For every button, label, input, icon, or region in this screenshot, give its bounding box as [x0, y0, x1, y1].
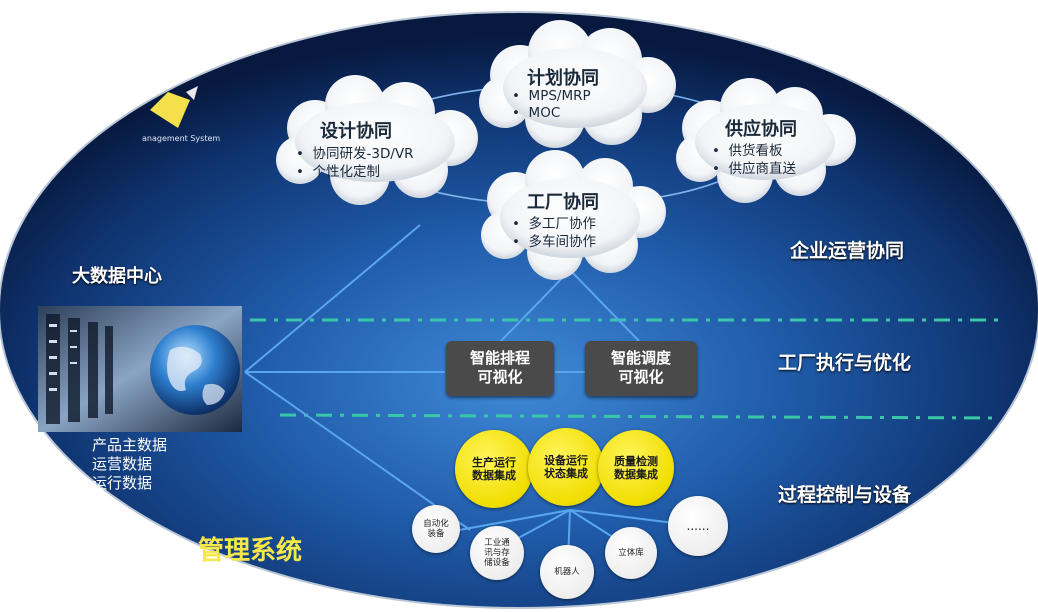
white-circle-warehouse-label: 立体库	[618, 548, 644, 558]
cloud-design-item-2: • 个性化定制	[296, 164, 381, 180]
cloud-design-item-1-text: 协同研发-3D/VR	[312, 146, 414, 162]
management-system-label: 管理系统	[198, 536, 303, 566]
yellow-circle-production-line2: 数据集成	[472, 469, 516, 482]
white-circle-automation: 自动化装备	[412, 505, 460, 553]
cloud-factory	[481, 150, 666, 280]
cloud-design-item-2-text: 个性化定制	[312, 164, 381, 180]
cloud-factory-item-1: • 多工厂协作	[512, 216, 597, 232]
bigdata-item-1: 产品主数据	[92, 436, 168, 454]
white-circle-automation-line1: 自动化	[423, 519, 449, 529]
white-circle-robot-label: 机器人	[554, 567, 580, 577]
cloud-factory-title: 工厂协同	[527, 192, 599, 213]
bigdata-item-2: 运营数据	[92, 455, 153, 473]
white-circle-comm-line1: 工业通	[484, 538, 510, 548]
cloud-plan-title: 计划协同	[527, 68, 599, 89]
white-circle-more-label: ......	[686, 519, 710, 533]
cloud-plan	[479, 20, 676, 148]
cloud-factory-item-2: • 多车间协作	[512, 234, 597, 250]
cloud-design	[276, 75, 478, 205]
yellow-circle-equipment: 设备运行状态集成	[528, 428, 604, 506]
box-smart-dispatch-line2: 可视化	[618, 368, 664, 386]
cloud-design-item-1: • 协同研发-3D/VR	[296, 146, 414, 162]
cloud-factory-item-1-text: 多工厂协作	[528, 216, 597, 232]
bigdata-title: 大数据中心	[72, 266, 162, 287]
cloud-plan-item-2-text: MOC	[528, 105, 561, 121]
white-circle-more: ......	[668, 496, 728, 556]
white-circle-automation-line2: 装备	[427, 529, 445, 539]
cloud-factory-item-2-text: 多车间协作	[528, 234, 597, 250]
cloud-design-title: 设计协同	[320, 121, 392, 142]
data-center-image	[38, 306, 242, 432]
cloud-plan-item-1: • MPS/MRP	[512, 88, 591, 104]
box-smart-dispatch: 智能调度 可视化	[585, 341, 697, 396]
pencil-icon	[150, 92, 190, 128]
cloud-supply	[676, 78, 856, 203]
cloud-plan-item-2: • MOC	[512, 105, 561, 121]
layer-label-factory-exec: 工厂执行与优化	[778, 352, 912, 374]
yellow-circle-quality: 质量检测数据集成	[598, 430, 674, 506]
box-smart-dispatch-line1: 智能调度	[610, 349, 671, 367]
bigdata-item-3: 运行数据	[92, 474, 153, 492]
cloud-supply-item-1-text: 供货看板	[728, 143, 783, 159]
management-system-caption: anagement System	[142, 134, 221, 143]
cloud-plan-item-1-text: MPS/MRP	[528, 88, 591, 104]
cloud-supply-item-1: • 供货看板	[712, 143, 783, 159]
yellow-circle-equipment-line1: 设备运行	[544, 454, 588, 467]
layer-label-process: 过程控制与设备	[778, 484, 912, 506]
cloud-supply-title: 供应协同	[725, 119, 797, 140]
yellow-circle-production-line1: 生产运行	[472, 456, 516, 469]
box-smart-scheduling: 智能排程 可视化	[446, 341, 554, 396]
box-smart-scheduling-line1: 智能排程	[469, 349, 530, 367]
yellow-circle-quality-line1: 质量检测	[614, 455, 658, 468]
yellow-circle-equipment-line2: 状态集成	[544, 467, 588, 480]
white-circle-comm-line2: 讯与存	[484, 548, 510, 558]
cloud-supply-item-2: • 供应商直送	[712, 161, 797, 177]
main-ellipse-rim	[0, 11, 1038, 609]
divider-lower	[279, 413, 1001, 420]
box-smart-scheduling-line2: 可视化	[477, 368, 523, 386]
cloud-supply-item-2-text: 供应商直送	[728, 161, 797, 177]
yellow-circle-production: 生产运行数据集成	[455, 430, 533, 508]
white-circle-warehouse: 立体库	[605, 527, 657, 579]
white-circle-comm-storage: 工业通讯与存储设备	[470, 526, 524, 580]
layer-label-enterprise: 企业运营协同	[790, 240, 905, 262]
white-circle-robot: 机器人	[540, 545, 594, 599]
white-circle-comm-line3: 储设备	[484, 558, 510, 568]
yellow-circle-quality-line2: 数据集成	[614, 468, 658, 481]
